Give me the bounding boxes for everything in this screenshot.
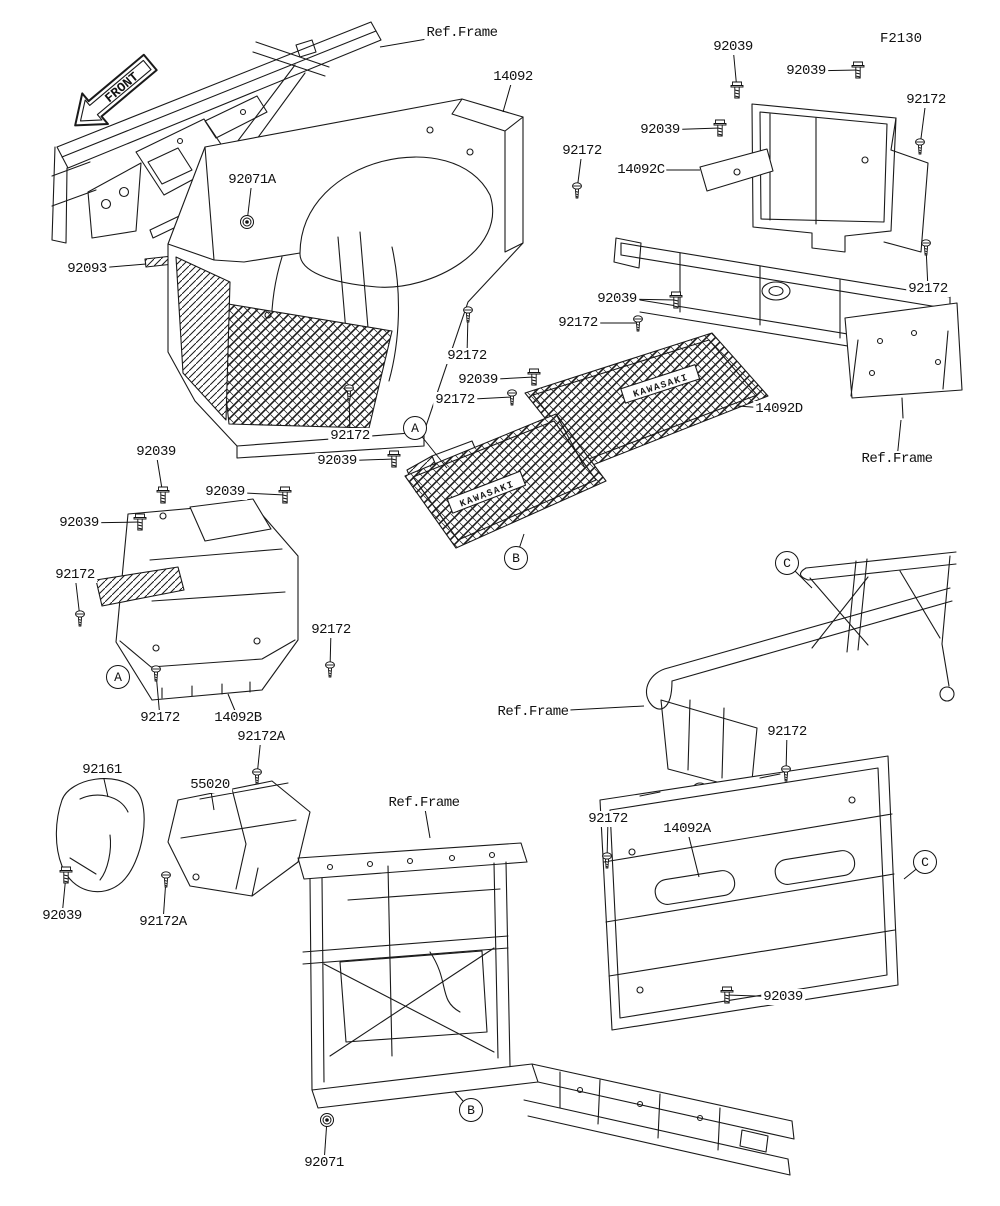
part-label-92071: 92071 <box>302 1155 346 1171</box>
part-label-ref-frame-2: Ref.Frame <box>859 451 935 467</box>
part-label-92039-9: 92039 <box>57 515 101 531</box>
section-marker-c-2: C <box>775 551 799 575</box>
fastener-grommet-icon-92071 <box>320 1113 334 1127</box>
rear-frame-rails <box>613 237 963 419</box>
fastener-screw-icon-92172-1 <box>915 138 925 155</box>
fastener-screw-icon-92172-2 <box>572 182 582 199</box>
part-label-92172A-2: 92172A <box>137 914 189 930</box>
section-marker-c-4: C <box>913 850 937 874</box>
part-label-92172-3: 92172 <box>906 281 950 297</box>
part-label-92172A-1: 92172A <box>235 729 287 745</box>
section-marker-a-0: A <box>403 416 427 440</box>
fastener-screw-icon-92172-10 <box>151 665 161 682</box>
part-label-ref-frame-4: Ref.Frame <box>495 704 571 720</box>
part-label-92172-6: 92172 <box>433 392 477 408</box>
part-label-92172-5: 92172 <box>445 348 489 364</box>
part-label-92071A: 92071A <box>226 172 278 188</box>
part-label-92039-7: 92039 <box>134 444 178 460</box>
fastener-screw-icon-92172-12 <box>602 852 612 869</box>
part-label-ref-frame-3: Ref.Frame <box>386 795 462 811</box>
part-label-92172-2: 92172 <box>560 143 604 159</box>
fastener-bolt-icon-92039-7 <box>156 486 170 504</box>
part-label-92039-2: 92039 <box>784 63 828 79</box>
part-label-92172-1: 92172 <box>904 92 948 108</box>
part-label-14092: 14092 <box>491 69 535 85</box>
fastener-screw-icon-92172-3 <box>921 239 931 256</box>
part-label-ref-frame-1: Ref.Frame <box>424 25 500 41</box>
part-label-92039-3: 92039 <box>638 122 682 138</box>
fastener-screw-icon-92172-5 <box>463 306 473 323</box>
part-label-14092D: 14092D <box>753 401 805 417</box>
part-label-92039-1: 92039 <box>711 39 755 55</box>
fastener-bolt-icon-92039-10 <box>59 866 73 884</box>
part-label-92039-10: 92039 <box>40 908 84 924</box>
fastener-screw-icon-92172-8 <box>75 610 85 627</box>
page-code: F2130 <box>878 31 925 47</box>
section-marker-b-1: B <box>504 546 528 570</box>
splash-guard-92161 <box>55 777 145 893</box>
part-label-92161: 92161 <box>80 762 124 778</box>
part-label-92093: 92093 <box>65 261 109 277</box>
part-label-14092A: 14092A <box>661 821 713 837</box>
part-label-92172-9: 92172 <box>309 622 353 638</box>
fastener-bolt-icon-92039-1 <box>730 81 744 99</box>
part-label-92172-11: 92172 <box>765 724 809 740</box>
part-label-92039-5: 92039 <box>456 372 500 388</box>
part-label-92039-8: 92039 <box>203 484 247 500</box>
front-frame-rails <box>51 21 382 244</box>
part-label-55020: 55020 <box>188 777 232 793</box>
part-label-92039-11: 92039 <box>761 989 805 1005</box>
fastener-screw-icon-92172A-2 <box>161 871 171 888</box>
part-label-92039-6: 92039 <box>315 453 359 469</box>
fastener-screw-icon-92172-9 <box>325 661 335 678</box>
part-label-92039-4: 92039 <box>595 291 639 307</box>
fastener-screw-icon-92172-7 <box>344 384 354 401</box>
fastener-grommet-icon-92071A <box>240 215 254 229</box>
section-marker-b-5: B <box>459 1098 483 1122</box>
mud-guard-14092B <box>95 498 299 701</box>
cargo-bed-frame <box>645 551 957 810</box>
part-label-92172-10: 92172 <box>138 710 182 726</box>
section-marker-a-3: A <box>106 665 130 689</box>
fastener-screw-icon-92172-11 <box>781 765 791 782</box>
main-frame-rear <box>297 842 795 1176</box>
part-label-92172-7: 92172 <box>328 428 372 444</box>
part-label-14092C: 14092C <box>615 162 667 178</box>
floor-mats-14092D: KAWASAKI KAWASAKI <box>404 332 769 549</box>
part-label-14092B: 14092B <box>212 710 264 726</box>
part-label-92172-8: 92172 <box>53 567 97 583</box>
guard-55020 <box>167 780 311 897</box>
fastener-screw-icon-92172A-1 <box>252 768 262 785</box>
rear-panel-14092C <box>699 103 929 253</box>
part-label-92172-4: 92172 <box>556 315 600 331</box>
part-label-92172-12: 92172 <box>586 811 630 827</box>
